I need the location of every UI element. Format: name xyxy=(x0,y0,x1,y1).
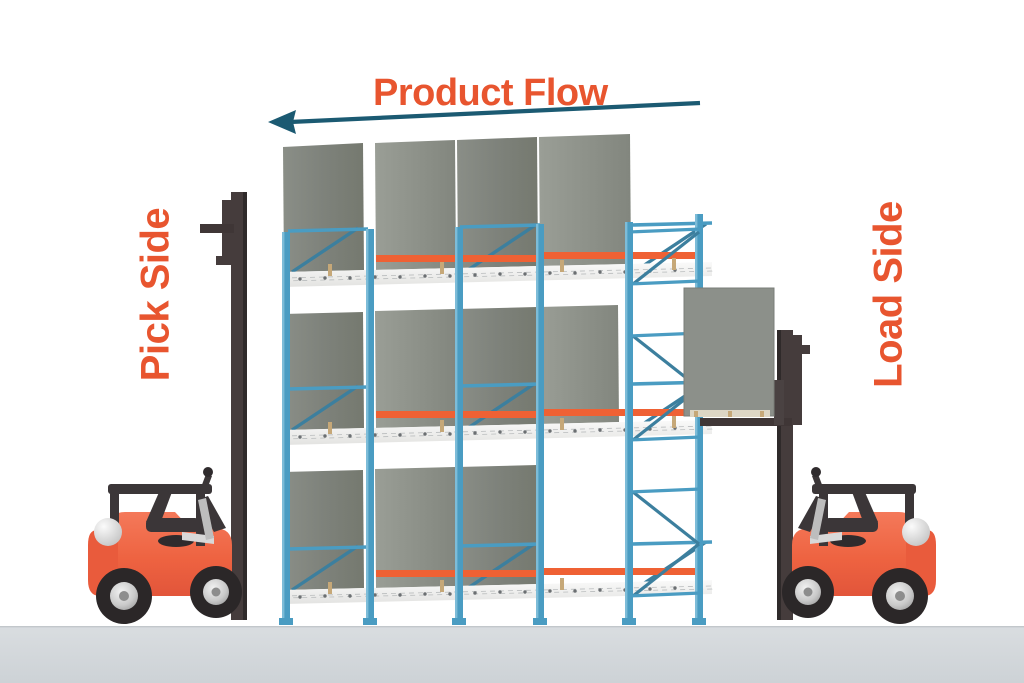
pallet-load xyxy=(283,470,364,590)
overhead-guard xyxy=(812,484,916,546)
rack-beam xyxy=(540,568,702,575)
pallet-load xyxy=(375,309,456,428)
rack-upright xyxy=(282,232,290,622)
headlamp xyxy=(94,518,122,546)
forklift-wheel xyxy=(190,566,242,618)
forklift-wheel xyxy=(96,568,152,624)
rack-upright xyxy=(455,227,463,621)
roller-track xyxy=(282,416,713,445)
forklift-seat xyxy=(146,490,200,532)
product-flow-title: Product Flow xyxy=(373,72,608,114)
rack-level-2-loads xyxy=(283,305,619,430)
roller-track xyxy=(282,578,713,604)
fork-tine xyxy=(700,418,792,426)
carried-pallet-load xyxy=(683,287,775,417)
rack-upright xyxy=(366,229,374,621)
pick-side-forklift xyxy=(88,192,247,624)
forklift-wheel xyxy=(872,568,928,624)
pick-side-label: Pick Side xyxy=(133,207,178,382)
fork-tine xyxy=(200,224,234,233)
pallet-load xyxy=(283,143,364,272)
forklift-wheel xyxy=(782,566,834,618)
pallet-load xyxy=(539,134,631,266)
pallet-load xyxy=(283,312,364,430)
pallet-load xyxy=(539,305,619,424)
pallet-load xyxy=(375,467,456,588)
load-side-label: Load Side xyxy=(866,201,911,388)
rack-base-feet xyxy=(279,618,706,625)
pallet-load xyxy=(375,140,456,270)
rack-beam xyxy=(540,252,702,259)
rack-upright xyxy=(625,222,633,620)
load-side-forklift xyxy=(683,287,936,624)
rack-beam xyxy=(540,409,702,416)
rack-level-1-loads xyxy=(283,465,538,590)
ground-plane xyxy=(0,626,1024,683)
forklift-mast xyxy=(231,192,243,620)
rack-upright xyxy=(536,224,544,620)
product-flow-arrow xyxy=(268,100,701,134)
forklift-seat xyxy=(824,490,878,532)
overhead-guard xyxy=(108,484,212,546)
headlamp xyxy=(902,518,930,546)
